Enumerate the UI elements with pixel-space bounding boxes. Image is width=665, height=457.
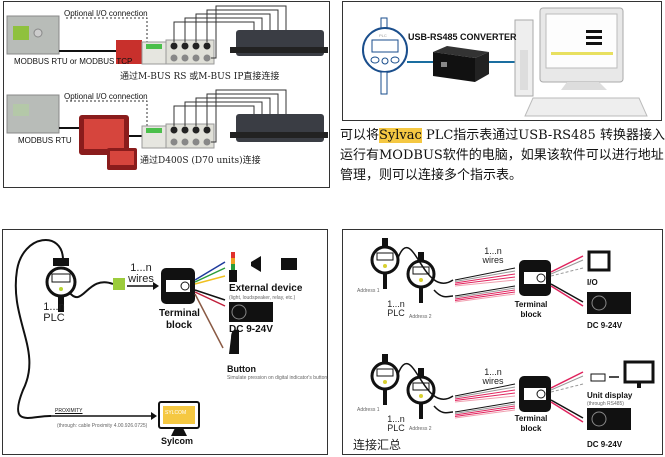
wire (454, 273, 516, 284)
dc-label: DC 9-24V (229, 324, 273, 335)
wire (454, 407, 516, 417)
address2-bottom: Address 2 (409, 426, 432, 432)
description-text: 可以将Sylvac PLC指示表通过USB-RS485 转换器接入运行有MODB… (340, 126, 665, 186)
wire (454, 293, 516, 303)
modbus-gateway-1 (116, 40, 142, 64)
summary-label: 连接汇总 (353, 438, 402, 452)
db9-connector-icon (590, 373, 606, 382)
brand-highlight: Sylvac (379, 128, 422, 143)
converter-box-icon (433, 46, 489, 82)
wire (454, 409, 516, 419)
computer-tower-icon (514, 19, 534, 97)
button-label: Button (227, 364, 256, 374)
wire (454, 276, 516, 285)
wire (454, 403, 516, 414)
wire (454, 291, 516, 301)
terminal-diagram-single (14, 238, 297, 436)
optional-io-label-1: Optional I/O connection (64, 9, 148, 18)
caption-d400s: 通过D400S (D70 units)连接 (140, 156, 261, 166)
display-monitor-icon (623, 360, 655, 384)
proximity-sub: (through: cable Proximity 4.00.926.0725) (57, 423, 148, 429)
wire (454, 395, 516, 403)
dc-label-bottom: DC 9-24V (587, 440, 623, 449)
gauge-stem-icon (418, 252, 424, 260)
panel-modbus-connections: Optional I/O connection MODBUS RTU or MO… (3, 1, 330, 188)
caption-mbus-direct: 通过M-BUS RS 或M-BUS IP直接连接 (120, 72, 280, 82)
wire (454, 279, 516, 287)
io-module-icon (587, 250, 611, 272)
signal-tower-icon (229, 252, 237, 282)
plc-protocol-label-1: MODBUS RTU or MODBUS TCP (14, 57, 133, 66)
plc-gauge-icon (45, 258, 77, 312)
modbus-diagram (6, 5, 328, 170)
sylcom-label: Sylcom (161, 436, 194, 446)
connector-icon (113, 278, 125, 290)
address1-bottom: Address 1 (357, 407, 380, 413)
relay-icon (281, 258, 297, 270)
address2-top: Address 2 (409, 314, 432, 320)
gauge-stem-icon (382, 354, 388, 362)
power-supply-icon (587, 408, 631, 430)
wire (454, 285, 516, 297)
wire (454, 289, 516, 300)
description-after: PLC指示表通过USB-RS485 转换器接入运行有MODBUS软件的电脑，如果… (340, 128, 665, 183)
wire (454, 405, 516, 416)
loudspeaker-icon (251, 256, 261, 272)
external-device-label: External device (229, 283, 303, 294)
wire (454, 386, 516, 398)
dial-indicator-icon (362, 17, 408, 95)
panel-usb-converter: PLC USB-RS485 CONVERTER (342, 1, 662, 121)
plc-unit-1 (6, 15, 60, 55)
wire (454, 401, 516, 413)
wire (454, 389, 516, 400)
description-before: 可以将 (340, 128, 380, 143)
wire (454, 287, 516, 298)
button-hand-icon (229, 329, 239, 354)
wire (454, 392, 516, 401)
converter-label: USB-RS485 CONVERTER (408, 32, 517, 42)
wire (454, 270, 516, 282)
plc-protocol-label-2: MODBUS RTU (18, 136, 72, 145)
wire (454, 383, 516, 397)
sylcom-screen-text: SYLCOM (165, 410, 187, 416)
external-device-sub: (light, loudspeaker, relay, etc.) (229, 295, 296, 301)
usb-converter-diagram (362, 7, 648, 117)
computer-monitor-icon (524, 7, 648, 117)
plc-unit-2 (6, 94, 60, 134)
address1-top: Address 1 (357, 288, 380, 294)
power-supply-icon (587, 292, 631, 314)
gauge-plc-label: PLC (379, 33, 387, 38)
unit-display-label: Unit display (587, 391, 633, 400)
io-label: I/O (587, 278, 598, 287)
terminal-diagram-multi (370, 238, 655, 430)
optional-io-label-2: Optional I/O connection (64, 92, 148, 101)
dc-label-top: DC 9-24V (587, 321, 623, 330)
gauge-stem-icon (382, 238, 388, 246)
button-sub: Simulate pression on digital indicator's… (227, 375, 329, 381)
proximity-label: PROXIMITY (55, 408, 83, 414)
power-supply-icon (229, 302, 273, 322)
wire (454, 267, 516, 281)
sylcom-monitor-icon (158, 401, 200, 436)
gauge-stem-icon (418, 368, 424, 376)
unit-display-sub: (through RS485) (587, 401, 624, 407)
